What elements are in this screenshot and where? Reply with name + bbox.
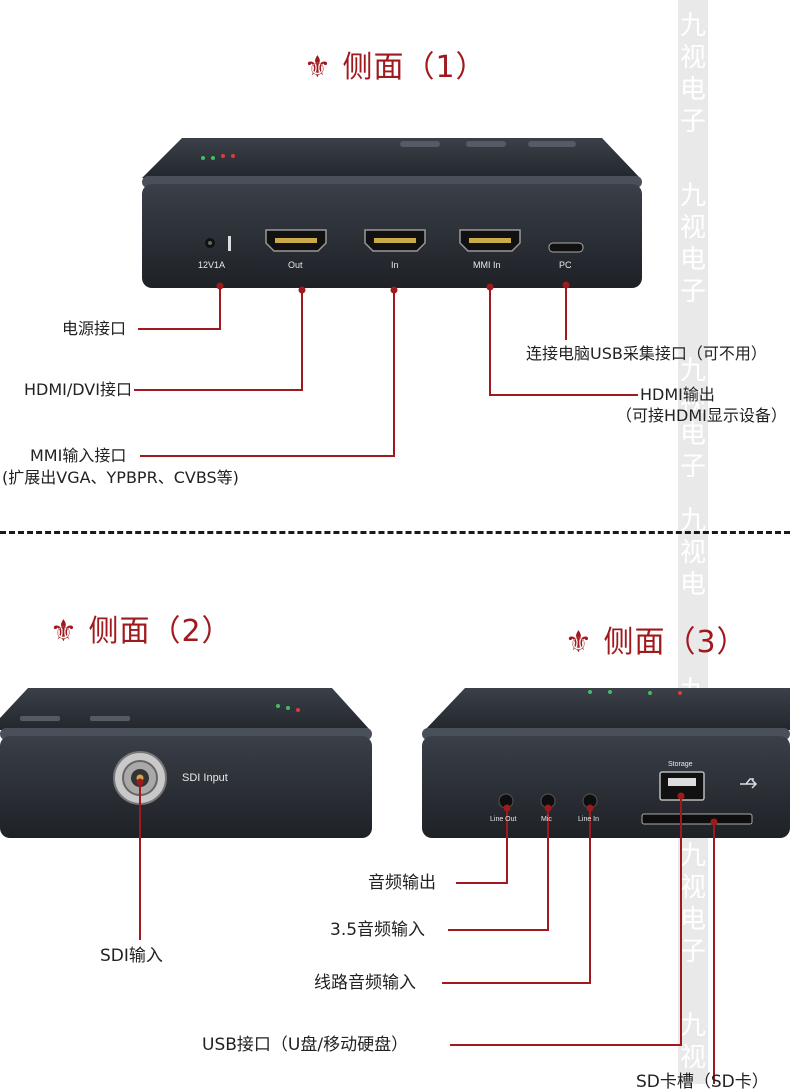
port-label-storage: Storage xyxy=(668,761,693,768)
callout-lines-1 xyxy=(134,285,638,457)
callout-audio-in-35: 3.5音频输入 xyxy=(330,920,426,940)
port-label-line-out: Line Out xyxy=(490,816,517,823)
port-label-power: 12V1A xyxy=(198,260,226,270)
port-label-out: Out xyxy=(288,260,303,270)
callout-mmi-in: MMI输入接口 xyxy=(30,446,127,465)
section-title-side-3: ⚜ 侧面（3） xyxy=(565,625,748,660)
port-label-sdi: SDI Input xyxy=(182,772,228,784)
port-label-pc: PC xyxy=(559,260,572,270)
callout-usb: USB接口（U盘/移动硬盘） xyxy=(202,1035,409,1055)
callout-power: 电源接口 xyxy=(62,319,127,338)
section-title-side-1: ⚜ 侧面（1） xyxy=(304,50,487,85)
callout-audio-out: 音频输出 xyxy=(368,873,436,893)
callout-hdmi-out-note: （可接HDMI显示设备） xyxy=(616,406,787,425)
fleur-icon: ⚜ xyxy=(304,50,332,85)
callout-pc-usb: 连接电脑USB采集接口（可不用） xyxy=(526,344,767,363)
callout-lines-3 xyxy=(442,796,715,1084)
callout-mmi-in-note: (扩展出VGA、YPBPR、CVBS等) xyxy=(2,468,239,487)
callout-sd: SD卡槽（SD卡） xyxy=(636,1072,769,1092)
device-side-2 xyxy=(0,688,372,838)
device-side-1 xyxy=(142,138,642,288)
port-label-mmi-in: MMI In xyxy=(473,260,501,270)
section-title-side-2: ⚜ 侧面（2） xyxy=(50,614,233,649)
fleur-icon: ⚜ xyxy=(50,614,78,649)
device-side-3 xyxy=(422,688,790,838)
callout-hdmi-out: HDMI输出 xyxy=(640,385,715,404)
port-label-line-in: Line In xyxy=(578,816,600,823)
fleur-icon: ⚜ xyxy=(565,625,593,660)
port-label-mic: Mic xyxy=(541,816,552,823)
callout-hdmi-dvi: HDMI/DVI接口 xyxy=(24,380,132,399)
section-divider xyxy=(0,531,790,534)
callout-line-in: 线路音频输入 xyxy=(314,973,416,993)
port-label-in: In xyxy=(391,260,399,270)
callout-sdi-in: SDI输入 xyxy=(100,946,163,966)
